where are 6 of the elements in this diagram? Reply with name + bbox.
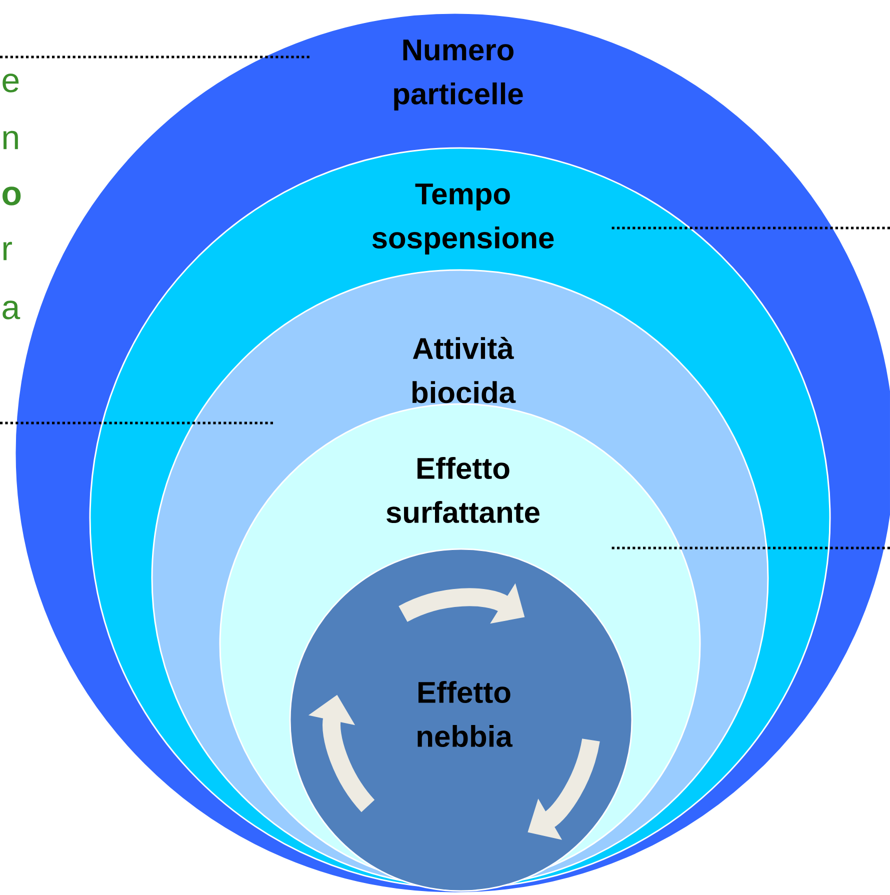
- leader-line: [0, 422, 273, 424]
- circle-layer: Effetto nebbia: [289, 548, 633, 892]
- leader-line: [610, 226, 890, 230]
- side-text: r: [3, 242, 12, 260]
- leader-line: [610, 546, 890, 550]
- leader-line: [0, 56, 312, 58]
